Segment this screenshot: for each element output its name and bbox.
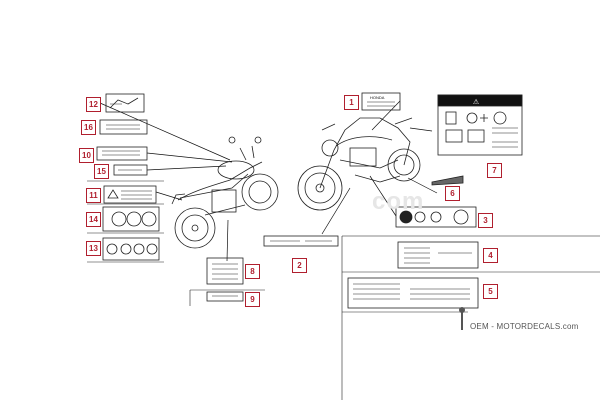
callout-7: 7 [487, 163, 502, 178]
callout-16: 16 [81, 120, 96, 135]
motorcycle-rear-view [171, 136, 279, 249]
callout-3: 3 [478, 213, 493, 228]
decal-4 [397, 241, 479, 269]
honda-decal-text: HONDA [370, 95, 385, 100]
callout-4: 4 [483, 248, 498, 263]
callout-8: 8 [245, 264, 260, 279]
decal-8 [206, 257, 244, 285]
decal-2 [263, 235, 339, 247]
decal-3 [395, 206, 477, 228]
decal-5 [347, 277, 479, 309]
decal-7 [437, 94, 523, 156]
section-frames [341, 236, 600, 400]
brand-logo-icon [459, 307, 465, 330]
callout-5: 5 [483, 284, 498, 299]
leader-lines [99, 100, 600, 262]
decal-13 [102, 237, 160, 261]
callout-12: 12 [86, 97, 101, 112]
brand-text: OEM - MOTORDECALS.com [470, 322, 579, 331]
callout-15: 15 [94, 164, 109, 179]
watermark: com [372, 188, 425, 215]
decal-6 [431, 175, 464, 186]
callout-2: 2 [292, 258, 307, 273]
decal-10 [96, 146, 148, 161]
callout-11: 11 [86, 188, 101, 203]
callout-10: 10 [79, 148, 94, 163]
decal-1 [361, 92, 401, 111]
decal-15 [113, 164, 148, 176]
callout-14: 14 [86, 212, 101, 227]
callout-13: 13 [86, 241, 101, 256]
motorcycle-front-view [297, 117, 421, 211]
callout-1: 1 [344, 95, 359, 110]
callout-9: 9 [245, 292, 260, 307]
decal-9 [189, 289, 265, 306]
warning-icon: ⚠ [473, 98, 480, 106]
decal-12 [105, 93, 145, 113]
decal-14 [102, 206, 160, 232]
callout-6: 6 [445, 186, 460, 201]
section-dividers [87, 180, 164, 263]
decal-16 [99, 119, 148, 135]
decal-11 [103, 185, 157, 204]
